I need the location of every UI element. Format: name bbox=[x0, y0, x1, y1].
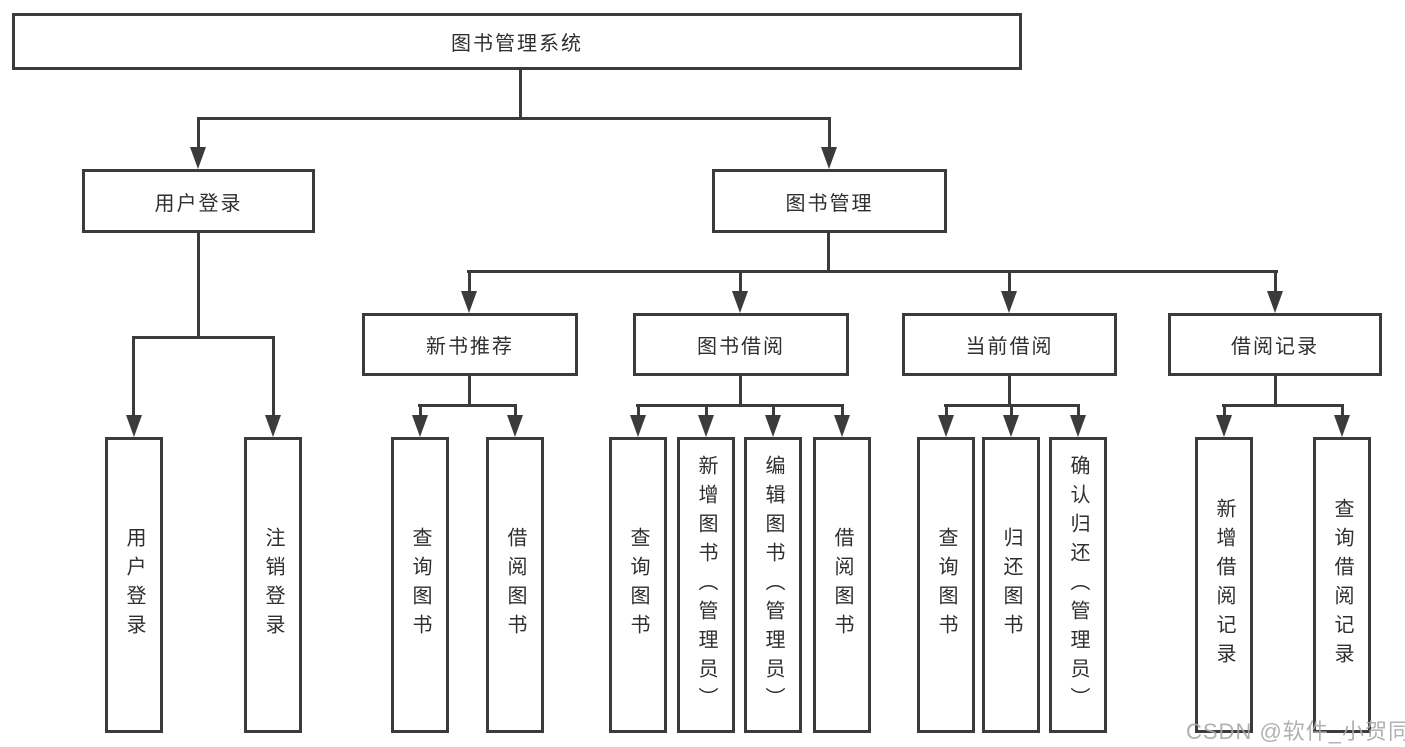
connector-line bbox=[132, 336, 135, 417]
arrow-down-icon bbox=[1001, 291, 1017, 313]
arrow-down-icon bbox=[938, 415, 954, 437]
connector-line bbox=[945, 404, 948, 417]
connector-line bbox=[272, 336, 275, 417]
node-book-borrow: 图书借阅 bbox=[633, 313, 849, 376]
connector-line bbox=[1008, 375, 1011, 406]
arrow-down-icon bbox=[732, 291, 748, 313]
leaf-query-borrow-record: 查询借阅记录 bbox=[1313, 437, 1371, 733]
leaf-query-books-3: 查询图书 bbox=[917, 437, 975, 733]
leaf-add-borrow-record: 新增借阅记录 bbox=[1195, 437, 1253, 733]
connector-line bbox=[514, 404, 517, 417]
connector-line bbox=[418, 404, 517, 407]
connector-line bbox=[636, 404, 844, 407]
arrow-down-icon bbox=[412, 415, 428, 437]
arrow-down-icon bbox=[126, 415, 142, 437]
connector-line bbox=[519, 69, 522, 120]
connector-line bbox=[705, 404, 708, 417]
connector-line bbox=[419, 404, 422, 417]
arrow-down-icon bbox=[630, 415, 646, 437]
connector-line bbox=[637, 404, 640, 417]
arrow-down-icon bbox=[834, 415, 850, 437]
arrow-down-icon bbox=[507, 415, 523, 437]
leaf-add-book-admin: 新增图书（管理员） bbox=[677, 437, 735, 733]
connector-line bbox=[132, 336, 275, 339]
connector-line bbox=[1008, 270, 1011, 293]
arrow-down-icon bbox=[1070, 415, 1086, 437]
connector-line bbox=[739, 375, 742, 406]
node-borrow-records: 借阅记录 bbox=[1168, 313, 1382, 376]
connector-line bbox=[828, 117, 831, 149]
connector-line bbox=[739, 270, 742, 293]
leaf-logout: 注销登录 bbox=[244, 437, 302, 733]
leaf-query-books-2: 查询图书 bbox=[609, 437, 667, 733]
leaf-return-book: 归还图书 bbox=[982, 437, 1040, 733]
connector-line bbox=[1274, 375, 1277, 406]
arrow-down-icon bbox=[698, 415, 714, 437]
arrow-down-icon bbox=[190, 147, 206, 169]
arrow-down-icon bbox=[1003, 415, 1019, 437]
arrow-down-icon bbox=[765, 415, 781, 437]
leaf-borrow-books-1: 借阅图书 bbox=[486, 437, 544, 733]
connector-line bbox=[841, 404, 844, 417]
watermark: CSDN @软件_小贺同学 bbox=[1186, 719, 1405, 744]
node-current-borrow: 当前借阅 bbox=[902, 313, 1117, 376]
leaf-edit-book-admin: 编辑图书（管理员） bbox=[744, 437, 802, 733]
node-root: 图书管理系统 bbox=[12, 13, 1022, 70]
leaf-query-books-1: 查询图书 bbox=[391, 437, 449, 733]
connector-line bbox=[197, 117, 200, 149]
connector-line bbox=[467, 270, 1278, 273]
connector-line bbox=[468, 375, 471, 406]
node-user-login: 用户登录 bbox=[82, 169, 315, 233]
connector-line bbox=[772, 404, 775, 417]
leaf-user-login: 用户登录 bbox=[105, 437, 163, 733]
arrow-down-icon bbox=[265, 415, 281, 437]
arrow-down-icon bbox=[461, 291, 477, 313]
connector-line bbox=[197, 232, 200, 339]
leaf-confirm-return-admin: 确认归还（管理员） bbox=[1049, 437, 1107, 733]
connector-line bbox=[1222, 404, 1344, 407]
connector-line bbox=[1223, 404, 1226, 417]
leaf-borrow-books-2: 借阅图书 bbox=[813, 437, 871, 733]
arrow-down-icon bbox=[1216, 415, 1232, 437]
connector-line bbox=[1010, 404, 1013, 417]
connector-line bbox=[1341, 404, 1344, 417]
arrow-down-icon bbox=[821, 147, 837, 169]
node-book-management: 图书管理 bbox=[712, 169, 947, 233]
connector-line bbox=[197, 117, 831, 120]
node-new-book-recommend: 新书推荐 bbox=[362, 313, 578, 376]
connector-line bbox=[827, 232, 830, 272]
connector-line bbox=[468, 270, 471, 293]
arrow-down-icon bbox=[1267, 291, 1283, 313]
arrow-down-icon bbox=[1334, 415, 1350, 437]
connector-line bbox=[1274, 270, 1277, 293]
connector-line bbox=[1077, 404, 1080, 417]
